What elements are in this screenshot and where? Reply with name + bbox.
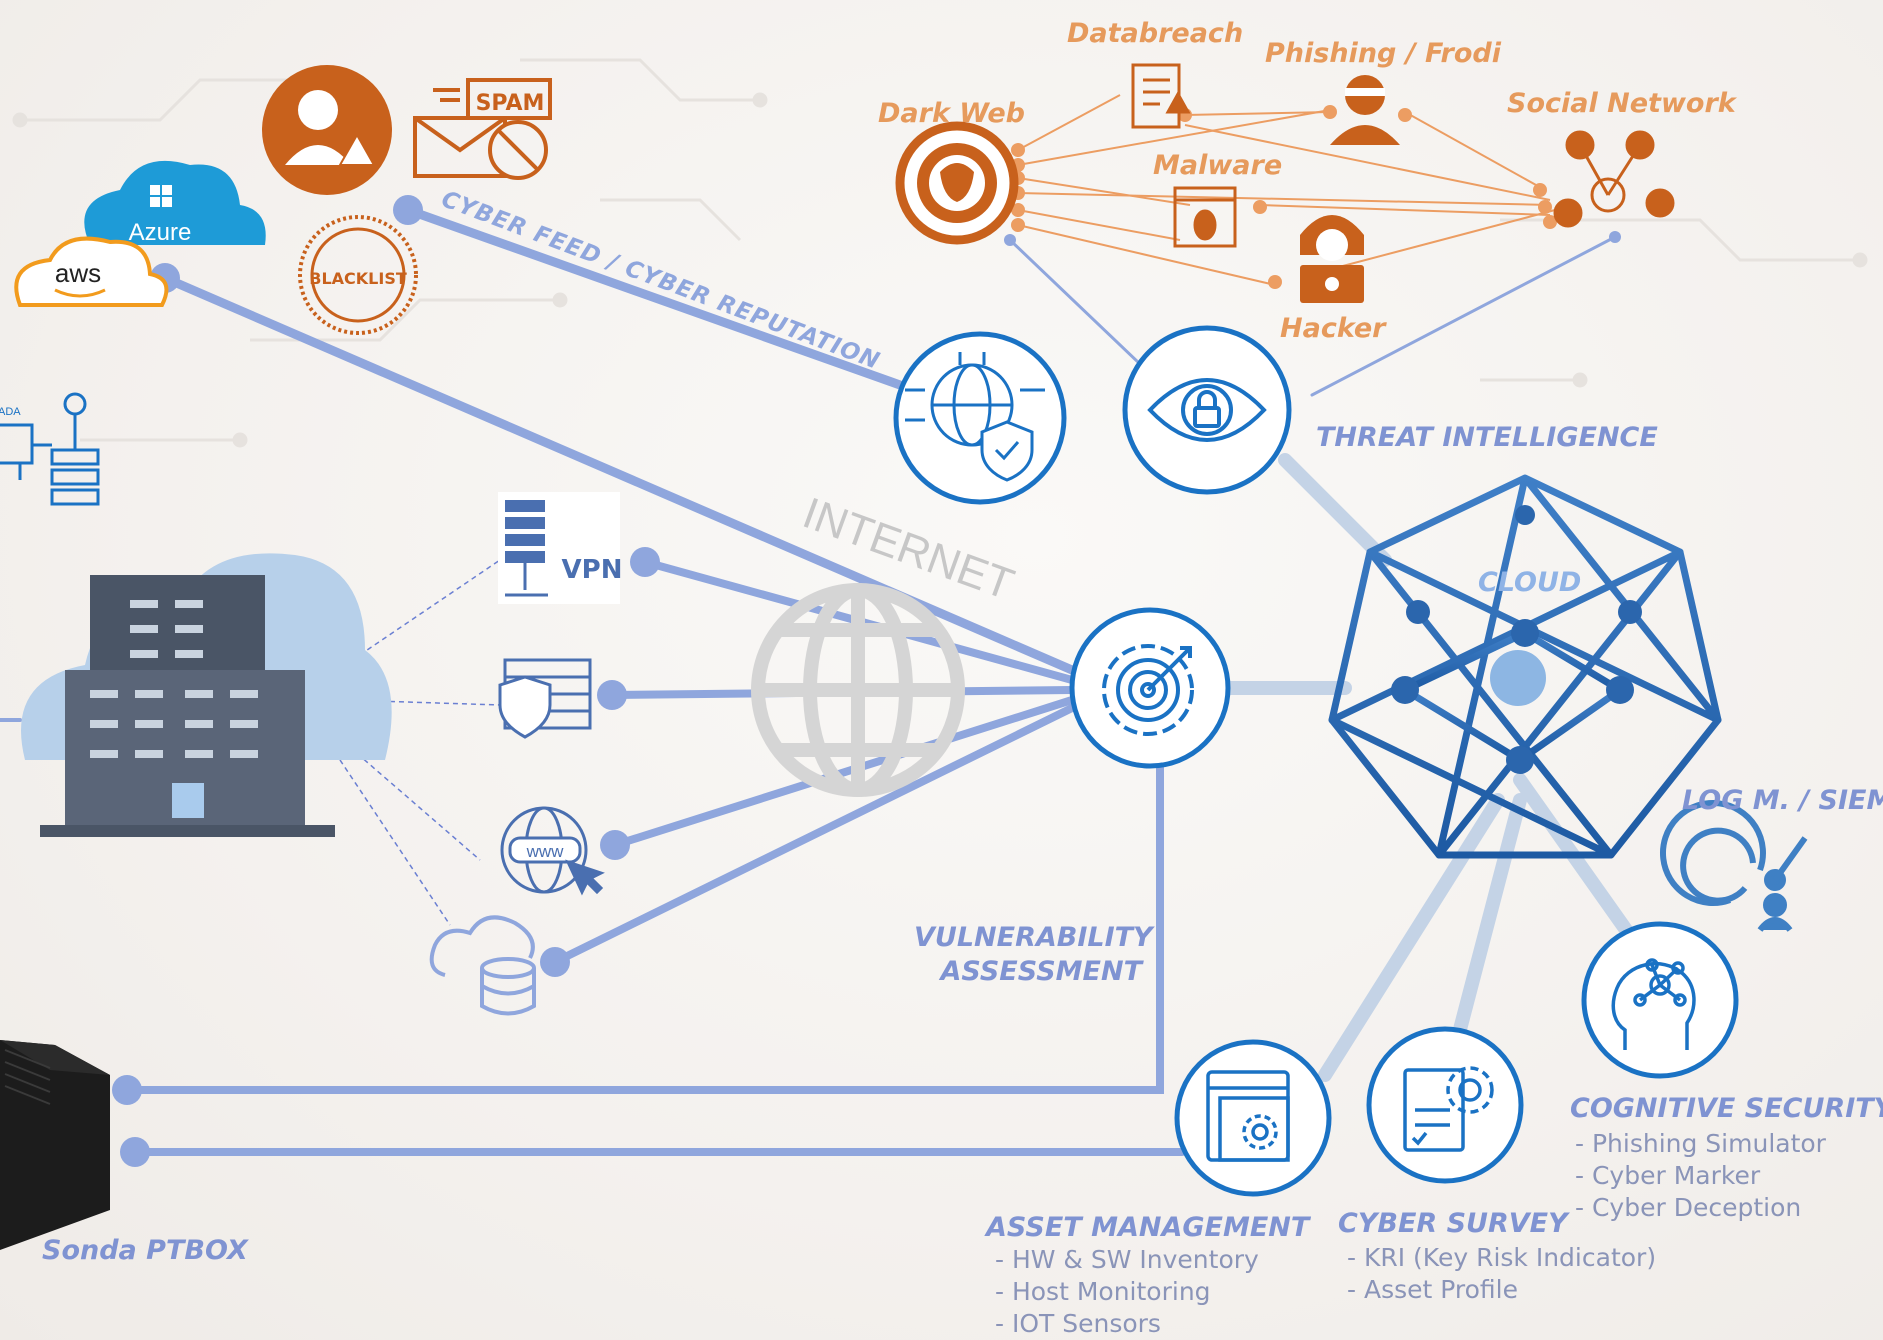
- blacklist-stamp-icon: [298, 215, 418, 335]
- spam-text: SPAM: [476, 91, 545, 116]
- blacklist-text: BLACKLIST: [309, 269, 407, 288]
- social-network-label: Social Network: [1507, 88, 1736, 119]
- ptbox-probe-device-icon: [0, 1040, 110, 1250]
- survey-item: - KRI (Key Risk Indicator): [1347, 1243, 1657, 1272]
- vpn-text: VPN: [562, 555, 623, 585]
- aws-cloud-icon: [14, 236, 169, 307]
- www-globe-icon: [500, 806, 605, 896]
- cognitive-item: - Cyber Marker: [1575, 1161, 1761, 1190]
- phishing-thief-icon: [1330, 75, 1400, 145]
- hacker-label: Hacker: [1280, 313, 1386, 344]
- threat-intelligence-eye-icon: [1122, 325, 1292, 495]
- cloud-core-node: [1490, 650, 1546, 706]
- databreach-document-icon: [1131, 63, 1191, 129]
- asset-item: - IOT Sensors: [995, 1309, 1161, 1338]
- databreach-label: Databreach: [1067, 18, 1244, 49]
- threat-connections: [1017, 94, 1556, 286]
- network-line-endpoints: [112, 195, 1621, 1167]
- vpn-server-icon: [498, 492, 620, 604]
- cloud-label: CLOUD: [1478, 567, 1582, 598]
- asset-item: - HW & SW Inventory: [995, 1245, 1259, 1274]
- aws-text: aws: [55, 258, 101, 288]
- asset-management-title: ASSET MANAGEMENT: [986, 1212, 1310, 1243]
- survey-item: - Asset Profile: [1347, 1275, 1518, 1304]
- azure-cloud-icon: [84, 160, 266, 245]
- internet-globe-icon: [751, 583, 965, 797]
- cloud-heptagon-icon: [1328, 474, 1722, 859]
- asset-management-icon: [1174, 1039, 1332, 1197]
- cognitive-security-brain-icon: [1581, 921, 1739, 1079]
- malware-label: Malware: [1153, 150, 1283, 181]
- cyber-feed-globe-icon: [893, 331, 1067, 505]
- social-network-icon: [1553, 130, 1675, 228]
- azure-text: Azure: [129, 219, 192, 246]
- vulnerability-assessment-target-icon: [1069, 607, 1231, 769]
- cloud-heptagon-nodes: [1391, 505, 1642, 774]
- phishing-label: Phishing / Frodi: [1265, 38, 1501, 69]
- log-siem-label: LOG M. / SIEM: [1682, 785, 1883, 816]
- vulnerability-label-line1: VULNERABILITY: [914, 922, 1153, 953]
- threat-connection-dots: [1011, 105, 1557, 289]
- hacker-icon: [1300, 215, 1364, 303]
- www-text: www: [526, 842, 565, 861]
- scada-text: ADA: [0, 406, 21, 418]
- scada-icon: [0, 392, 100, 506]
- cyber-feed-label: CYBER FEED / CYBER REPUTATION: [438, 186, 884, 375]
- cognitive-security-title: COGNITIVE SECURITY: [1570, 1093, 1883, 1124]
- spam-mail-icon: [413, 78, 552, 180]
- threat-intelligence-label: THREAT INTELLIGENCE: [1316, 422, 1658, 453]
- cyber-survey-icon: [1366, 1026, 1524, 1184]
- firewall-shield-icon: [498, 658, 592, 739]
- vulnerability-label-line2: ASSESSMENT: [940, 956, 1142, 987]
- cloud-database-icon: [429, 915, 536, 1016]
- cyber-survey-title: CYBER SURVEY: [1338, 1208, 1568, 1239]
- malware-bug-icon: [1173, 186, 1237, 248]
- building-dashed-links: [329, 559, 501, 926]
- office-building-icon: [21, 553, 392, 837]
- cognitive-item: - Phishing Simulator: [1575, 1129, 1826, 1158]
- siem-radar-icon: [1660, 800, 1808, 932]
- user-warning-icon: [262, 65, 392, 195]
- cyber-survey-list: - KRI (Key Risk Indicator) - Asset Profi…: [1347, 1242, 1656, 1306]
- cognitive-security-list: - Phishing Simulator - Cyber Marker - Cy…: [1575, 1128, 1826, 1224]
- ptbox-probe-label: Sonda PTBOX: [42, 1235, 248, 1266]
- dark-web-icon: [895, 121, 1019, 245]
- asset-management-list: - HW & SW Inventory - Host Monitoring - …: [995, 1244, 1259, 1340]
- cognitive-item: - Cyber Deception: [1575, 1193, 1802, 1222]
- dark-web-label: Dark Web: [878, 98, 1025, 129]
- asset-item: - Host Monitoring: [995, 1277, 1211, 1306]
